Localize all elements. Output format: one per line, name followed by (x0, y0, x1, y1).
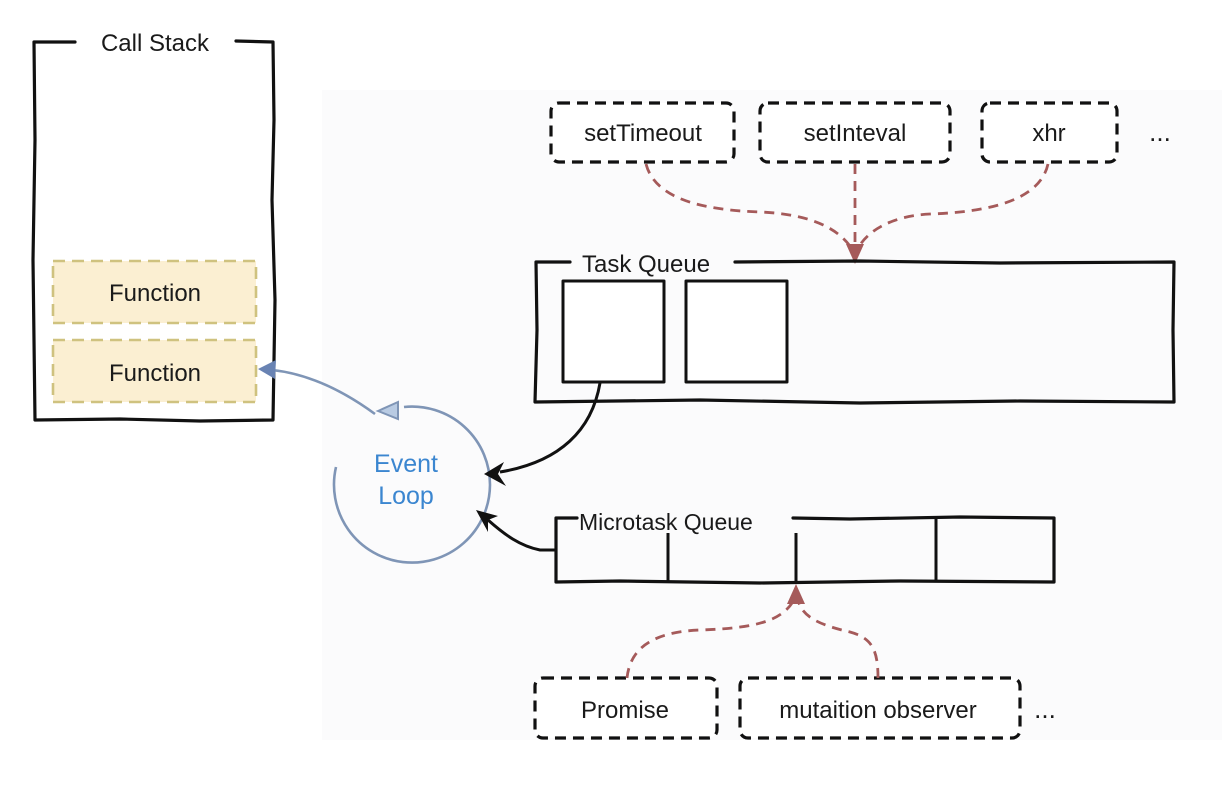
microtask-queue-frame (554, 515, 1056, 585)
call-stack-frame (31, 39, 277, 423)
task-queue: Task Queue (533, 251, 1176, 405)
stack-frame[interactable]: Function (51, 259, 258, 325)
microtask-slot[interactable] (670, 534, 794, 580)
task-slot[interactable] (561, 279, 666, 384)
task-to-loop-arrow (499, 382, 602, 474)
function-label: Function (109, 360, 201, 387)
source-box-mutation-observer[interactable]: mutaition observer (738, 676, 1022, 740)
source-box-setinterval[interactable]: setInteval (758, 101, 952, 164)
source-label: setTimeout (584, 120, 702, 147)
source-box-promise[interactable]: Promise (533, 676, 719, 740)
event-loop: Event Loop (258, 360, 492, 564)
background-panel (322, 90, 1222, 740)
source-label: xhr (1032, 120, 1065, 147)
task-queue-title: Task Queue (582, 251, 710, 278)
task-slot[interactable] (684, 279, 789, 384)
source-box[interactable] (533, 676, 719, 740)
source-box[interactable] (758, 101, 952, 164)
loop-arrow-icon (375, 400, 399, 421)
source-label: Promise (581, 697, 669, 724)
microtask-slot[interactable] (798, 520, 934, 580)
source-box[interactable] (738, 676, 1022, 740)
more-sources-ellipsis: ... (1149, 117, 1171, 147)
source-box-xhr[interactable]: xhr (980, 101, 1119, 164)
microtask-slot[interactable] (938, 520, 1052, 580)
function-box[interactable] (51, 259, 258, 325)
enqueue-arrowhead-icon (846, 244, 864, 264)
microtask-sources: Promise mutaition observer ... (533, 584, 1056, 740)
enqueue-arrow (644, 163, 856, 253)
more-sources-ellipsis: ... (1034, 694, 1056, 724)
call-stack-title: Call Stack (101, 30, 210, 57)
microtask-to-loop-arrowhead-icon (476, 510, 498, 532)
event-loop-label-line1: Event (374, 450, 438, 478)
source-label: mutaition observer (779, 697, 976, 724)
task-to-loop-arrowhead-icon (484, 462, 506, 486)
task-queue-frame (533, 259, 1176, 405)
stack-frame[interactable]: Function (51, 338, 258, 404)
function-box[interactable] (51, 338, 258, 404)
dispatch-arrow (271, 368, 376, 416)
microtask-queue-title: Microtask Queue (579, 509, 753, 535)
task-sources: setTimeout setInteval xhr ... (549, 101, 1171, 264)
enqueue-arrow (795, 595, 880, 679)
source-label: setInteval (804, 120, 907, 147)
dispatch-arrowhead-icon (258, 360, 276, 379)
enqueue-arrow (625, 595, 798, 679)
event-loop-circle (332, 405, 492, 564)
source-box[interactable] (549, 101, 736, 164)
microtask-queue: Microtask Queue (554, 509, 1056, 585)
source-box-settimeout[interactable]: setTimeout (549, 101, 736, 164)
enqueue-arrowhead-icon (787, 584, 805, 604)
microtask-slot[interactable] (558, 534, 666, 580)
source-box[interactable] (980, 101, 1119, 164)
function-label: Function (109, 280, 201, 307)
call-stack: Call Stack Function Function (31, 30, 277, 423)
event-loop-label-line2: Loop (378, 482, 434, 510)
microtask-to-loop-arrow (487, 518, 556, 552)
